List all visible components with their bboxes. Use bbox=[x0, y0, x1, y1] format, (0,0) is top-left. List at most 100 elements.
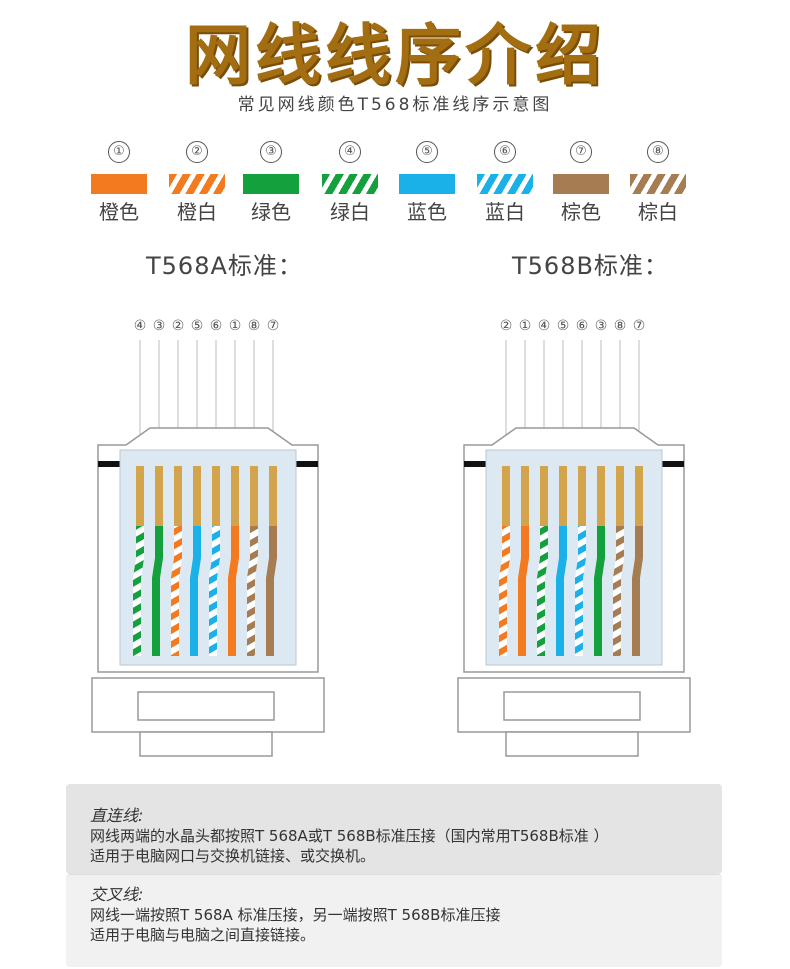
color-legend: ① 橙色 ② 橙白 ③ 绿色 ④ 绿白 ⑤ 蓝色 ⑥ 蓝白 bbox=[0, 140, 790, 240]
legend-item: ② 橙白 bbox=[157, 140, 237, 225]
legend-number: ⑤ bbox=[416, 141, 438, 163]
legend-number: ① bbox=[108, 141, 130, 163]
legend-item: ⑦ 棕色 bbox=[541, 140, 621, 225]
pin-number-label: ⑥ bbox=[576, 318, 589, 334]
connector-latch-slot bbox=[137, 691, 275, 721]
connector-tail bbox=[505, 731, 639, 757]
copper-contact bbox=[540, 466, 548, 526]
copper-contact bbox=[269, 466, 277, 526]
legend-swatch bbox=[322, 174, 378, 194]
copper-contact bbox=[597, 466, 605, 526]
copper-contact bbox=[193, 466, 201, 526]
pin-number-label: ③ bbox=[595, 318, 608, 334]
wire bbox=[632, 526, 643, 656]
pin-number-label: ② bbox=[500, 318, 513, 334]
page-subtitle: 常见网线颜色T568标准线序示意图 bbox=[237, 95, 553, 115]
pin-number-label: ③ bbox=[153, 318, 166, 334]
wire bbox=[228, 526, 239, 656]
pin-number-label: ⑤ bbox=[191, 318, 204, 334]
legend-swatch bbox=[91, 174, 147, 194]
wire bbox=[266, 526, 277, 656]
copper-contact bbox=[136, 466, 144, 526]
wire bbox=[171, 526, 182, 656]
legend-item: ④ 绿白 bbox=[310, 140, 390, 225]
t568a-title: T568A标准： bbox=[146, 252, 303, 280]
pin-number-label: ⑦ bbox=[267, 318, 280, 334]
copper-contact bbox=[212, 466, 220, 526]
copper-contact bbox=[155, 466, 163, 526]
note-line: 适用于电脑网口与交换机链接、或交换机。 bbox=[90, 847, 376, 865]
wire bbox=[133, 526, 144, 656]
legend-item: ① 橙色 bbox=[79, 140, 159, 225]
copper-contact bbox=[635, 466, 643, 526]
straight-cable-note: 直连线: 网线两端的水晶头都按照T 568A或T 568B标准压接（国内常用T5… bbox=[66, 784, 722, 874]
legend-item: ⑧ 棕白 bbox=[618, 140, 698, 225]
wire bbox=[594, 526, 605, 656]
pin-number-label: ⑧ bbox=[248, 318, 261, 334]
note-line: 适用于电脑与电脑之间直接链接。 bbox=[90, 926, 316, 944]
copper-contact bbox=[231, 466, 239, 526]
copper-contact bbox=[559, 466, 567, 526]
legend-label: 蓝色 bbox=[407, 200, 447, 224]
pin-number-label: ⑦ bbox=[633, 318, 646, 334]
wire bbox=[556, 526, 567, 656]
copper-contact bbox=[502, 466, 510, 526]
legend-label: 橙色 bbox=[99, 200, 139, 224]
pin-number-label: ⑤ bbox=[557, 318, 570, 334]
legend-label: 橙白 bbox=[177, 200, 217, 224]
legend-swatch bbox=[243, 174, 299, 194]
legend-swatch bbox=[169, 174, 225, 194]
copper-contact bbox=[578, 466, 586, 526]
copper-contact bbox=[250, 466, 258, 526]
legend-swatch bbox=[399, 174, 455, 194]
legend-number: ③ bbox=[260, 141, 282, 163]
note-heading: 直连线: bbox=[90, 806, 144, 825]
legend-label: 绿色 bbox=[251, 200, 291, 224]
legend-swatch bbox=[630, 174, 686, 194]
note-line: 网线一端按照T 568A 标准压接，另一端按照T 568B标准压接 bbox=[90, 906, 501, 924]
crossover-cable-note: 交叉线: 网线一端按照T 568A 标准压接，另一端按照T 568B标准压接 适… bbox=[66, 874, 722, 967]
legend-number: ⑦ bbox=[570, 141, 592, 163]
wire bbox=[190, 526, 201, 656]
pin-number-label: ② bbox=[172, 318, 185, 334]
legend-number: ④ bbox=[339, 141, 361, 163]
page-title: 网线线序介绍 bbox=[185, 17, 605, 94]
legend-swatch bbox=[553, 174, 609, 194]
wire bbox=[537, 526, 548, 656]
pin-number-label: ④ bbox=[134, 318, 147, 334]
pin-number-label: ① bbox=[229, 318, 242, 334]
note-line: 网线两端的水晶头都按照T 568A或T 568B标准压接（国内常用T568B标准… bbox=[90, 827, 609, 845]
pin-number-label: ④ bbox=[538, 318, 551, 334]
copper-contact bbox=[521, 466, 529, 526]
copper-contact bbox=[616, 466, 624, 526]
legend-label: 蓝白 bbox=[485, 200, 525, 224]
legend-item: ⑥ 蓝白 bbox=[465, 140, 545, 225]
pin-number-label: ⑧ bbox=[614, 318, 627, 334]
legend-number: ⑥ bbox=[494, 141, 516, 163]
copper-contact bbox=[174, 466, 182, 526]
wire bbox=[613, 526, 624, 656]
wire bbox=[209, 526, 220, 656]
legend-number: ⑧ bbox=[647, 141, 669, 163]
pin-number-label: ① bbox=[519, 318, 532, 334]
wire bbox=[575, 526, 586, 656]
legend-number: ② bbox=[186, 141, 208, 163]
note-heading: 交叉线: bbox=[90, 885, 144, 904]
legend-label: 棕白 bbox=[638, 200, 678, 224]
wire bbox=[518, 526, 529, 656]
connector-latch-slot bbox=[503, 691, 641, 721]
wire bbox=[499, 526, 510, 656]
t568b-title: T568B标准： bbox=[512, 252, 669, 280]
legend-swatch bbox=[477, 174, 533, 194]
pin-number-label: ⑥ bbox=[210, 318, 223, 334]
legend-item: ⑤ 蓝色 bbox=[387, 140, 467, 225]
wire bbox=[152, 526, 163, 656]
connector-tail bbox=[139, 731, 273, 757]
legend-label: 棕色 bbox=[561, 200, 601, 224]
wire bbox=[247, 526, 258, 656]
legend-label: 绿白 bbox=[330, 200, 370, 224]
legend-item: ③ 绿色 bbox=[231, 140, 311, 225]
